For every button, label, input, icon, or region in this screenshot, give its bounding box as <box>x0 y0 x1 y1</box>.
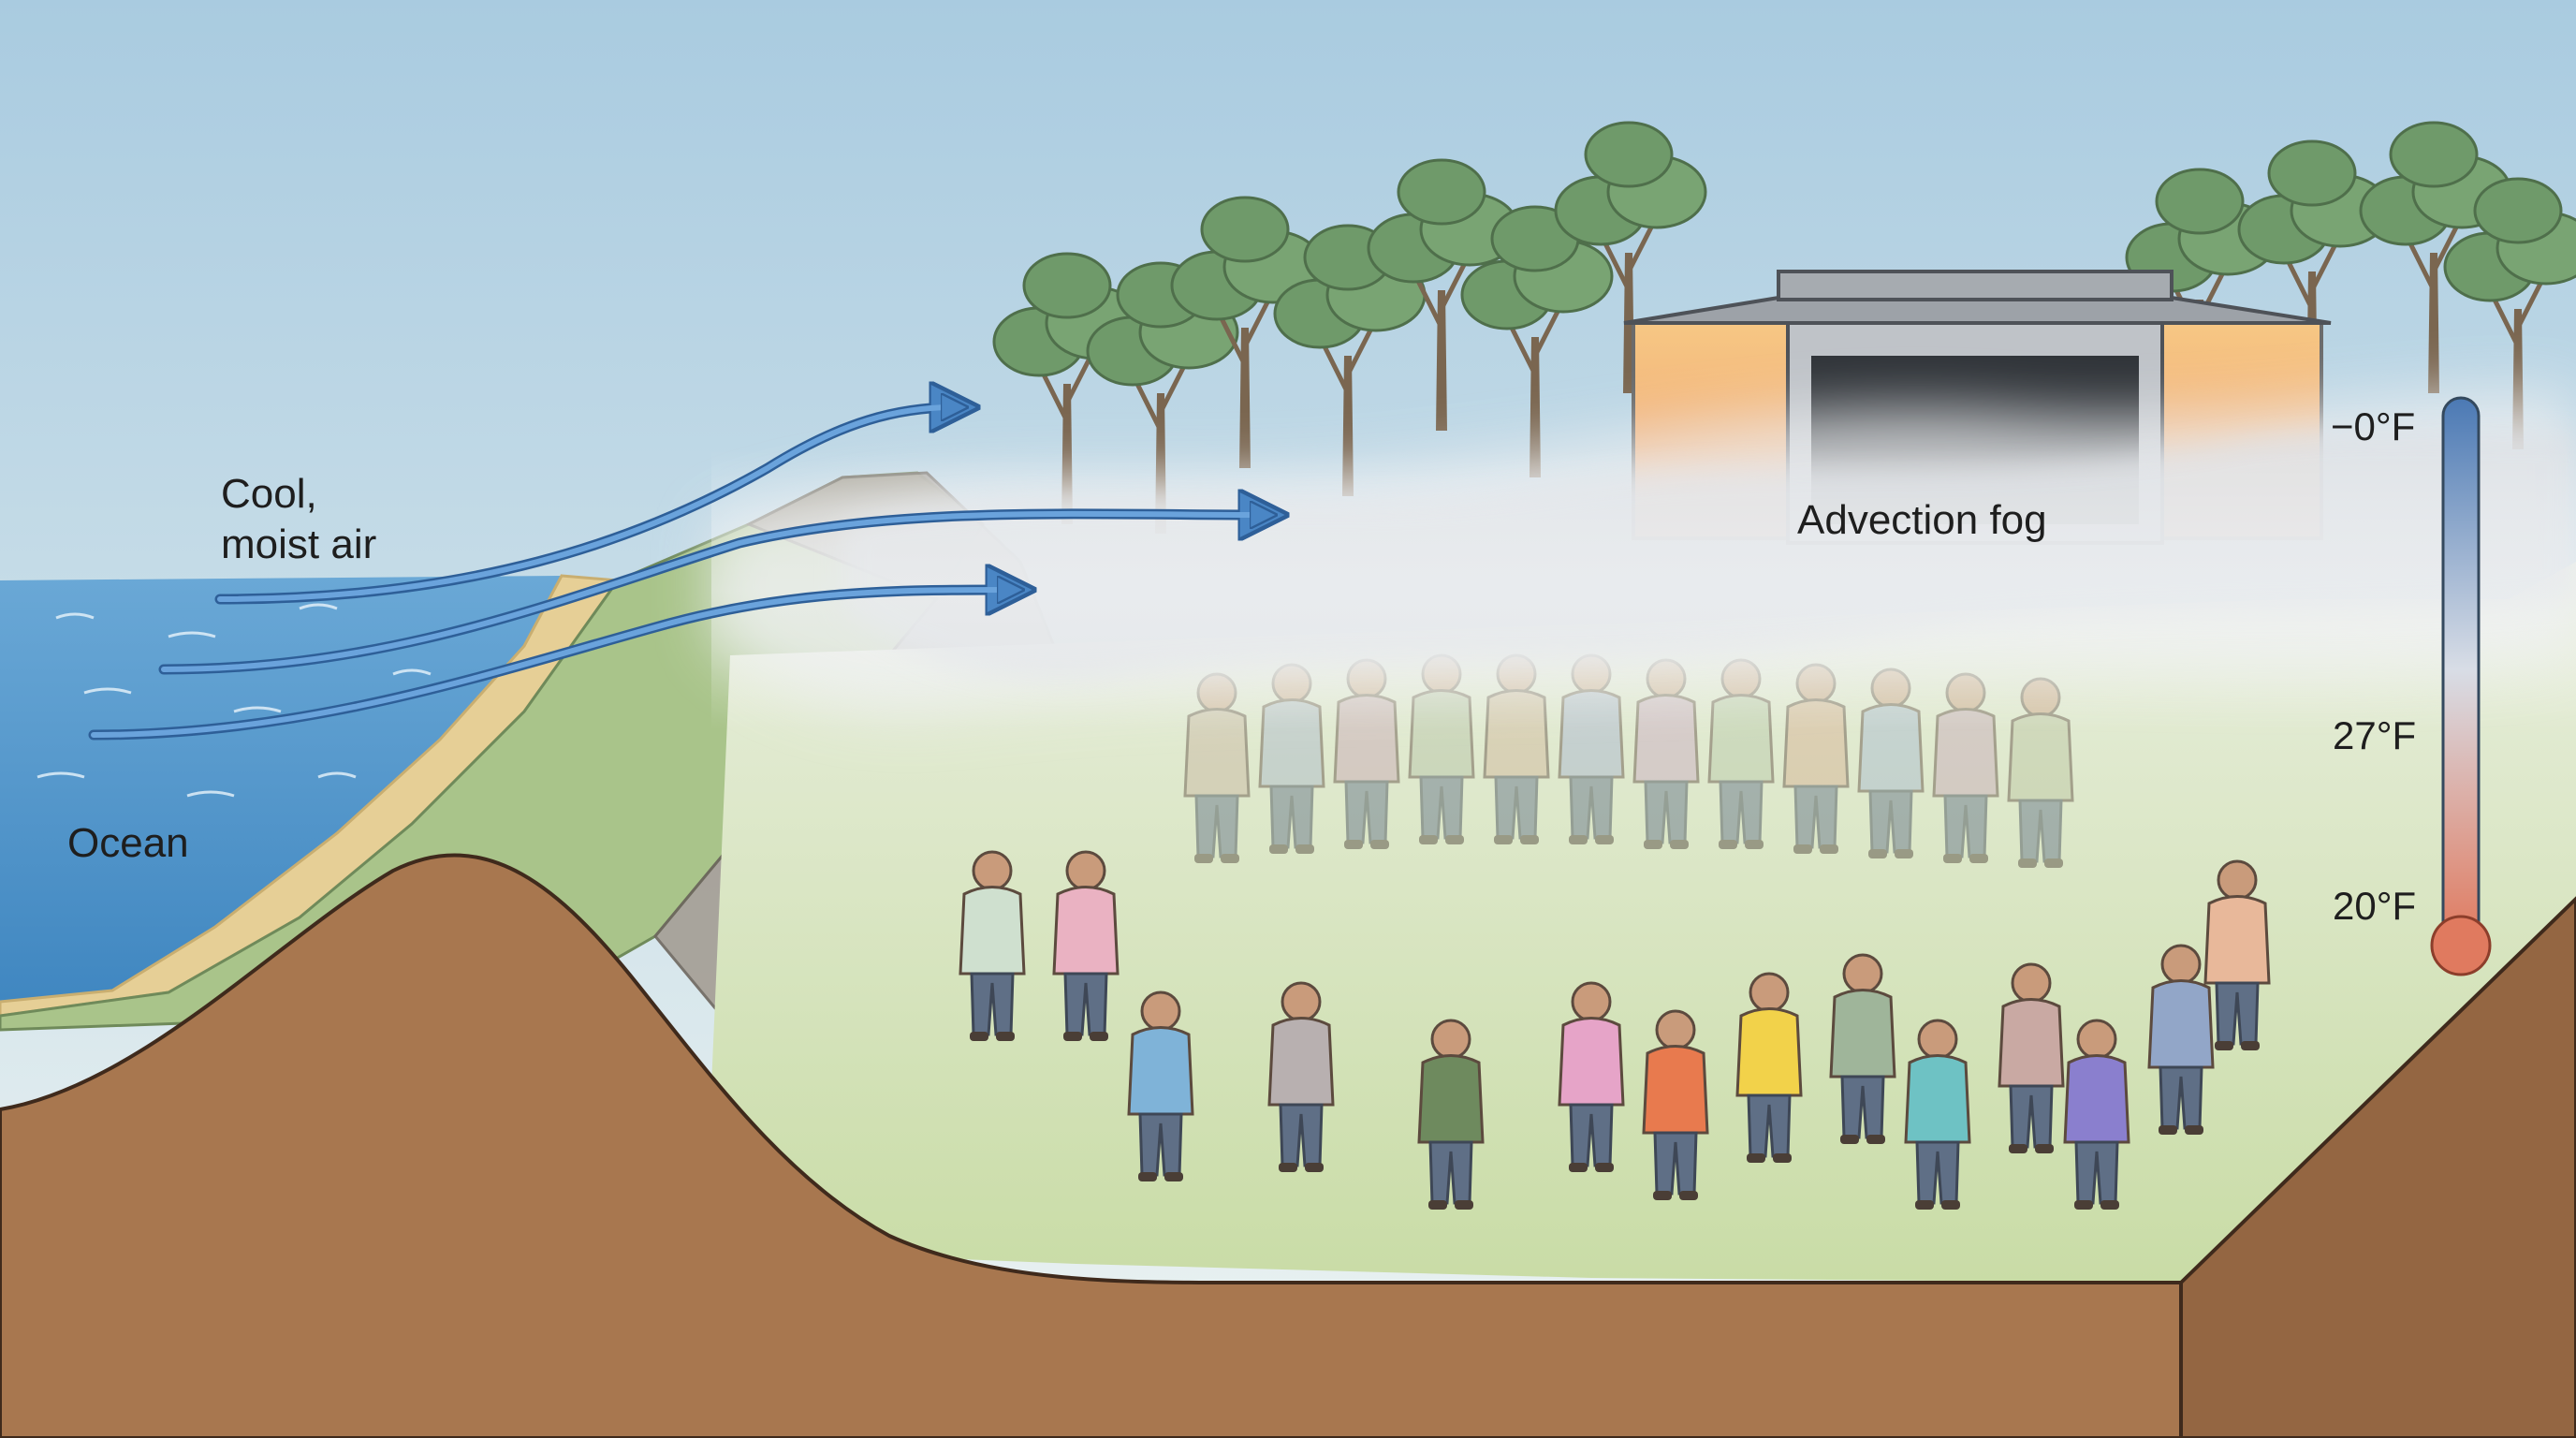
wind-arrows <box>88 407 1264 741</box>
air-label-line-2: moist air <box>221 521 376 567</box>
ocean-waves <box>37 603 432 798</box>
wind-arrow-icon <box>91 590 1011 738</box>
fog-label: Advection fog <box>1797 497 2047 543</box>
thermometer-tick-middle: 27°F <box>2333 713 2416 757</box>
thermometer-tick-bottom: 20°F <box>2333 884 2416 928</box>
air-label-line-1: Cool, <box>221 471 317 517</box>
ocean-label: Ocean <box>67 820 189 866</box>
thermometer-icon <box>2430 396 2492 976</box>
ocean <box>0 576 562 1011</box>
wind-arrow-icon <box>217 407 955 602</box>
thermometer-tick-top: −0°F <box>2331 404 2415 448</box>
dirt-hill <box>0 853 2183 1438</box>
wind-arrow-icon <box>161 514 1264 672</box>
